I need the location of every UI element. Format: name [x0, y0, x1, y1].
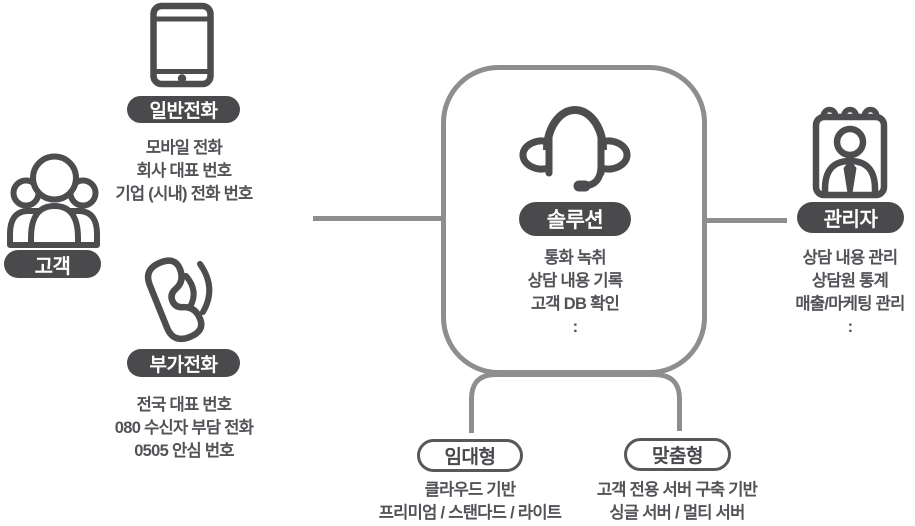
description-line: 0505 안심 번호	[134, 442, 234, 460]
description-line: 클라우드 기반	[424, 481, 516, 499]
description-line: 고객 DB 확인	[530, 295, 620, 313]
description-line: 고객 전용 서버 구축 기반	[596, 481, 758, 499]
rental-type-description: 클라우드 기반 프리미엄 / 스탠다드 / 라이트	[345, 479, 595, 525]
description-line: 전국 대표 번호	[136, 396, 232, 414]
solution-description: 통화 녹취 상담 내용 기록 고객 DB 확인 :	[455, 247, 695, 339]
description-line: 매출/마케팅 관리	[795, 295, 905, 313]
deployment-bridge-line	[469, 372, 682, 433]
description-line: 상담 내용 기록	[527, 272, 623, 290]
description-line: 프리미엄 / 스탠다드 / 라이트	[378, 504, 562, 522]
custom-type-description: 고객 전용 서버 구축 기반 싱글 서버 / 멀티 서버	[552, 479, 802, 525]
description-line: 상담원 통계	[811, 272, 889, 290]
description-line: 싱글 서버 / 멀티 서버	[609, 504, 745, 522]
solution-label-pill: 솔루션	[519, 202, 631, 236]
description-line: 모바일 전화	[145, 139, 223, 157]
description-line: 080 수신자 부담 전화	[114, 419, 254, 437]
description-line: 기업 (시내) 전화 번호	[115, 185, 253, 203]
mobile-phone-icon	[150, 2, 214, 88]
general-phone-label-pill: 일반전화	[127, 96, 240, 123]
general-phone-description: 모바일 전화 회사 대표 번호 기업 (시내) 전화 번호	[64, 137, 304, 206]
headset-icon	[519, 106, 631, 192]
extra-phone-description: 전국 대표 번호 080 수신자 부담 전화 0505 안심 번호	[64, 394, 304, 463]
ellipsis-line: :	[847, 318, 853, 336]
id-badge-icon	[812, 106, 888, 199]
custom-type-label-pill: 맞춤형	[624, 438, 731, 471]
extra-phone-label-pill: 부가전화	[127, 349, 240, 377]
description-line: 회사 대표 번호	[136, 162, 232, 180]
admin-label-pill: 관리자	[797, 202, 904, 233]
customer-label-pill: 고객	[4, 250, 101, 278]
ellipsis-line: :	[572, 318, 578, 336]
admin-description: 상담 내용 관리 상담원 통계 매출/마케팅 관리 :	[730, 247, 915, 339]
description-line: 상담 내용 관리	[802, 249, 898, 267]
rental-type-label-pill: 임대형	[417, 439, 523, 472]
description-line: 통화 녹취	[544, 249, 607, 267]
handset-icon	[144, 257, 213, 343]
